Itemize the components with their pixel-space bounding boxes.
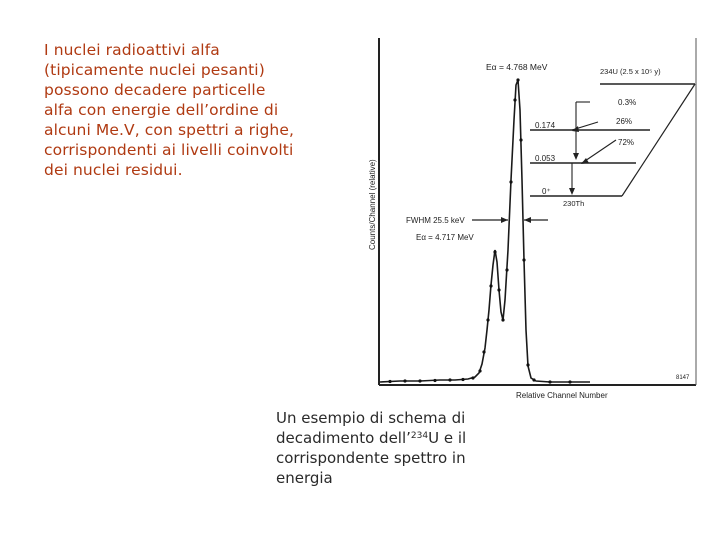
x-axis-label: Relative Channel Number (516, 391, 608, 400)
peak-main-label: Eα = 4.768 MeV (486, 62, 548, 72)
peak-second-label: Eα = 4.717 MeV (416, 233, 474, 242)
transition-arrowheads (569, 126, 589, 195)
caption-line: corrispondente spettro in (276, 449, 466, 467)
caption-line: decadimento dell’234U e il (276, 428, 516, 448)
figure-caption: Un esempio di schema di decadimento dell… (276, 408, 516, 488)
transition-arrows (571, 101, 617, 190)
intro-line: alfa con energie dell’ordine di (44, 101, 279, 119)
fwhm-label: FWHM 25.5 keV (406, 216, 465, 225)
intro-line: corrispondenti ai livelli coinvolti (44, 141, 294, 159)
y-axis-label: Counts/Channel (relative) (368, 159, 377, 250)
intro-line: I nuclei radioattivi alfa (44, 41, 220, 59)
intro-text: I nuclei radioattivi alfa (tipicamente n… (44, 40, 344, 180)
intro-line: possono decadere particelle (44, 81, 266, 99)
alpha-spectrum-figure: Counts/Channel (relative) Eα = 4.768 MeV… (368, 38, 697, 400)
daughter-nucleus-label: 230Th (563, 199, 584, 208)
level-label-ground: 0⁺ (542, 187, 551, 196)
spectrum-curve (379, 79, 590, 383)
intro-line: dei nuclei residui. (44, 161, 183, 179)
branching-label: 26% (616, 117, 632, 126)
level-label-0174: 0.174 (535, 121, 556, 130)
parent-nucleus-label: 234U (2.5 x 10⁵ y) (600, 67, 661, 76)
level-label-0053: 0.053 (535, 154, 556, 163)
branching-label: 72% (618, 138, 634, 147)
figure-id: 8147 (676, 375, 690, 381)
caption-text: decadimento dell’ (276, 429, 411, 447)
mass-number-superscript: 234 (410, 431, 429, 441)
caption-line: Un esempio di schema di (276, 409, 466, 427)
caption-text: U e il (428, 429, 467, 447)
parent-decay-diagonal (621, 83, 696, 197)
intro-line: (tipicamente nuclei pesanti) (44, 61, 265, 79)
caption-line: energia (276, 469, 333, 487)
branching-label: 0.3% (618, 98, 636, 107)
fwhm-arrowhead-right (524, 217, 531, 223)
fwhm-arrowhead-left (501, 217, 508, 223)
intro-line: alcuni Me.V, con spettri a righe, (44, 121, 294, 139)
spectrum-points (388, 78, 572, 384)
